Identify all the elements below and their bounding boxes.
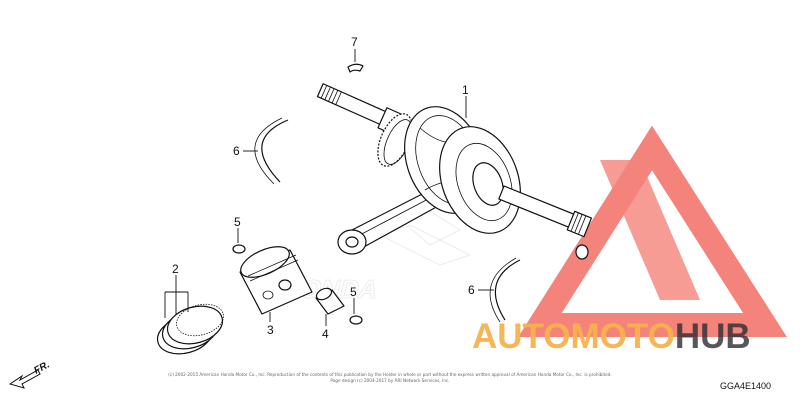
copyright-line-2: Page design (c) 2004-2017 by ARI Network… <box>330 378 449 383</box>
piston-pin <box>315 287 345 315</box>
retaining-ring-right <box>489 257 521 323</box>
callout-2: 2 <box>172 262 179 276</box>
callout-5-upper: 5 <box>234 215 241 229</box>
callout-3: 3 <box>267 323 274 337</box>
pin-clip-upper <box>232 244 246 254</box>
retaining-ring-left <box>254 117 289 185</box>
copyright-line-1: (c) 2002-2015 American Honda Motor Co., … <box>168 372 611 377</box>
brand-accent-text: HUB <box>675 317 751 356</box>
front-arrow-label: FR. <box>32 359 51 376</box>
callout-7: 7 <box>351 35 358 49</box>
automotohub-watermark: AUTOMOTOHUB <box>472 317 751 356</box>
piston <box>239 246 313 315</box>
callout-1: 1 <box>462 83 469 97</box>
front-direction-arrow-icon: FR. <box>8 359 52 389</box>
svg-text:AUTOMOTOHUB: AUTOMOTOHUB <box>472 317 751 356</box>
crankshaft-assembly <box>316 83 593 260</box>
diagram-code: GGA4E1400 <box>720 381 771 391</box>
pin-clip-lower <box>349 315 363 325</box>
callout-6-right: 6 <box>468 283 475 297</box>
automotohub-logo-icon <box>518 125 787 337</box>
callout-4: 4 <box>322 327 329 341</box>
woodruff-key <box>347 63 364 73</box>
connecting-rod <box>337 189 441 255</box>
callout-6-left: 6 <box>233 144 240 158</box>
callouts: 1 2 3 4 5 5 6 6 7 <box>164 35 494 341</box>
piston-rings <box>156 303 224 355</box>
callout-5-lower: 5 <box>350 285 357 299</box>
brand-main-text: AUTOMOTO <box>472 317 675 356</box>
